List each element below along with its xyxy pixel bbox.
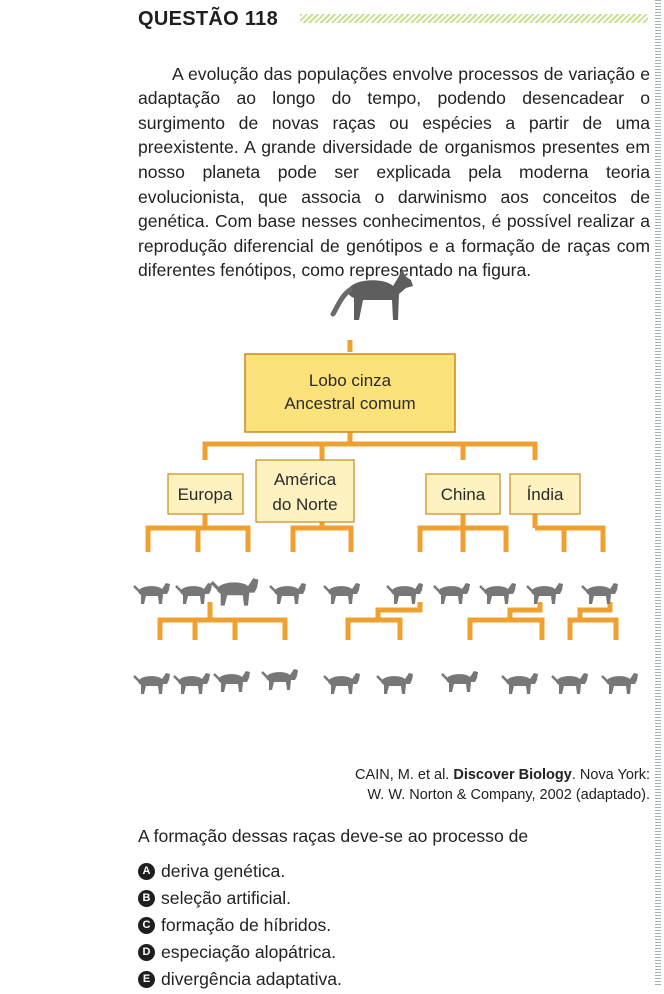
dog-icon	[385, 581, 425, 606]
option-text-d: especiação alopátrica.	[161, 941, 337, 962]
dog-icon	[260, 667, 300, 692]
region-label-america-2: do Norte	[272, 495, 337, 514]
dog-icon	[440, 669, 480, 694]
dog-icon	[478, 581, 518, 606]
dog-icon	[375, 671, 415, 696]
region-label-india: Índia	[527, 485, 564, 504]
region-label-america-1: América	[274, 470, 337, 489]
question-header: QUESTÃO 118	[138, 8, 648, 30]
question-title: QUESTÃO 118	[138, 8, 279, 30]
option-letter-d: D	[138, 943, 155, 961]
option-letter-a: A	[138, 862, 155, 880]
region-box-china	[425, 473, 501, 515]
citation-line-1: CAIN, M. et al. Discover Biology. Nova Y…	[230, 765, 650, 785]
dog-icon	[600, 671, 640, 696]
figure-citation: CAIN, M. et al. Discover Biology. Nova Y…	[230, 765, 650, 805]
option-a[interactable]: A deriva genética.	[138, 859, 342, 883]
dog-icon	[174, 581, 214, 606]
region-box-india	[509, 473, 581, 515]
dog-icon	[525, 581, 565, 606]
region-label-china: China	[441, 485, 486, 504]
dog-icon	[132, 671, 172, 696]
citation-rest: . Nova York:	[571, 767, 650, 783]
option-letter-c: C	[138, 916, 155, 934]
dog-icon	[322, 581, 362, 606]
option-text-e: divergência adaptativa.	[161, 968, 342, 989]
dog-row-2	[132, 667, 640, 696]
citation-book: Discover Biology	[453, 767, 572, 783]
option-text-a: deriva genética.	[161, 860, 286, 881]
dog-icon	[132, 581, 172, 606]
region-box-europa	[167, 473, 244, 515]
region-box-america	[255, 459, 355, 523]
question-intro: A evolução das populações envolve proces…	[138, 63, 650, 281]
option-text-c: formação de híbridos.	[161, 914, 332, 935]
dog-icon	[550, 671, 590, 696]
header-rule	[300, 14, 648, 23]
answer-options: A deriva genética. B seleção artificial.…	[138, 859, 342, 994]
dog-icon	[209, 576, 261, 608]
option-d[interactable]: D especiação alopátrica.	[138, 940, 342, 964]
option-text-b: seleção artificial.	[161, 887, 292, 908]
option-letter-e: E	[138, 970, 155, 988]
side-margin-strip	[655, 0, 661, 985]
root-line2: Ancestral comum	[284, 394, 415, 413]
dog-icon	[500, 671, 540, 696]
dog-icon	[580, 581, 620, 606]
citation-authors: CAIN, M. et al.	[355, 767, 450, 783]
evolution-figure: Lobo cinza Ancestral comum Europa Améric…	[132, 262, 640, 696]
dog-icon	[172, 671, 212, 696]
dog-icon	[212, 669, 252, 694]
dog-icon	[432, 581, 472, 606]
root-line1: Lobo cinza	[309, 371, 392, 390]
option-b[interactable]: B seleção artificial.	[138, 886, 342, 910]
option-letter-b: B	[138, 889, 155, 907]
dog-row-1	[132, 576, 620, 608]
region-label-europa: Europa	[178, 485, 233, 504]
option-c[interactable]: C formação de híbridos.	[138, 913, 342, 937]
root-box-fill	[244, 353, 456, 433]
tree-branches	[145, 340, 619, 640]
wolf-icon	[333, 268, 413, 320]
option-e[interactable]: E divergência adaptativa.	[138, 967, 342, 991]
citation-line-2: W. W. Norton & Company, 2002 (adaptado).	[367, 787, 650, 803]
dog-icon	[322, 671, 362, 696]
question-prompt: A formação dessas raças deve-se ao proce…	[138, 826, 529, 846]
dog-icon	[268, 581, 308, 606]
